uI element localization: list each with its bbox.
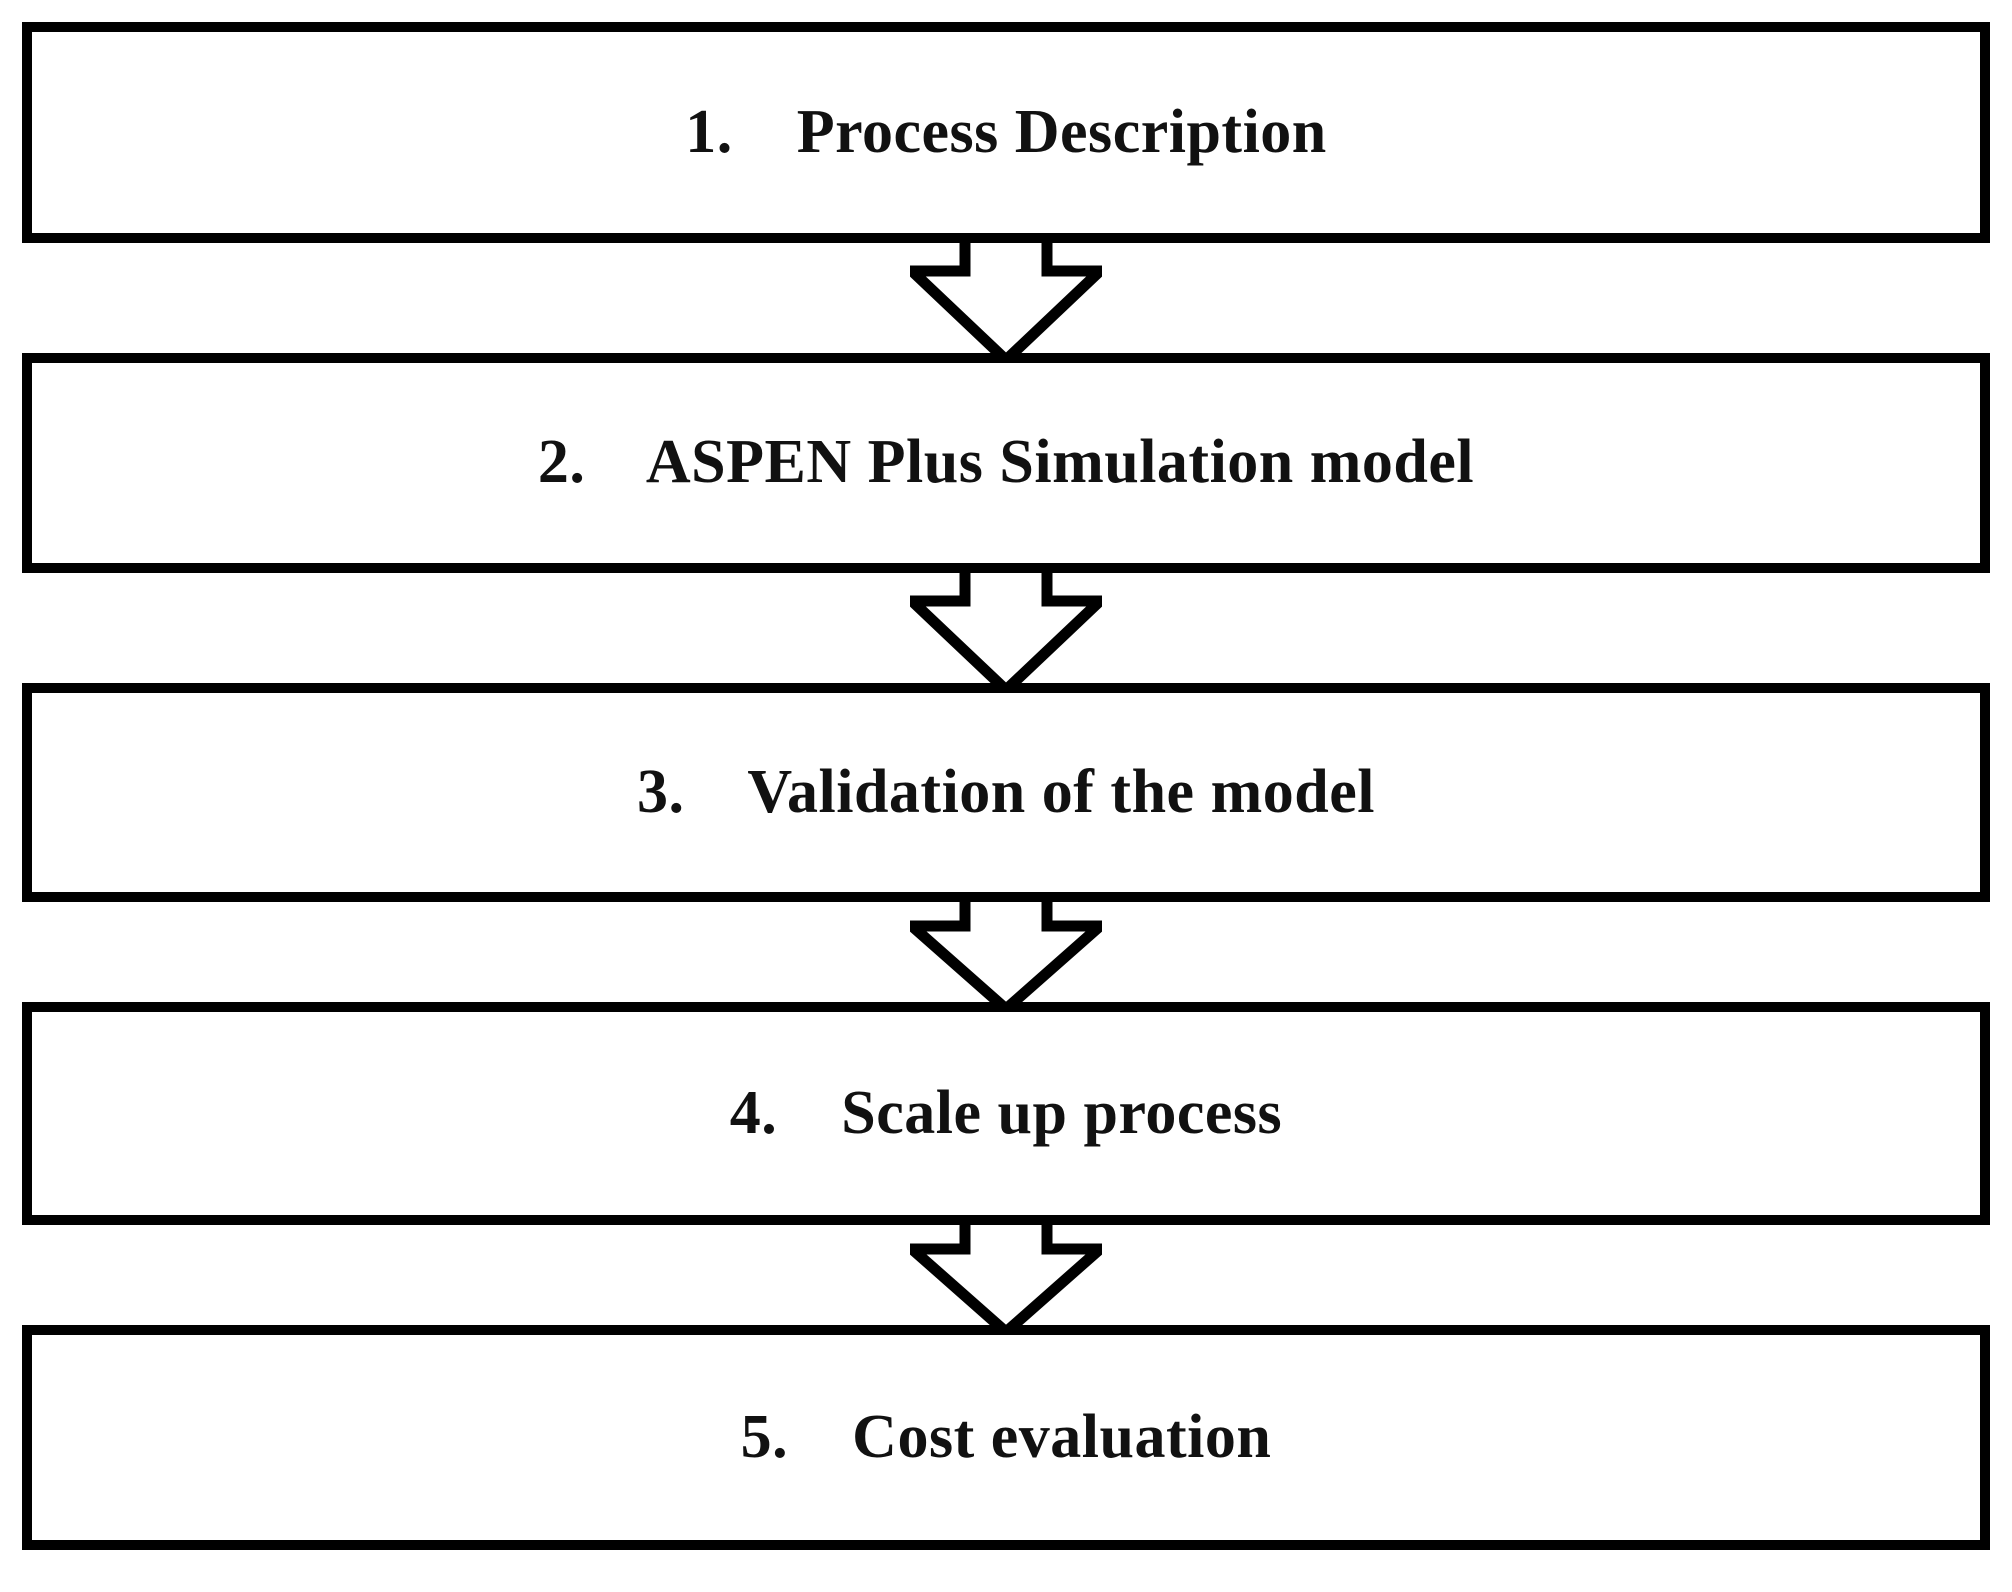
- flow-step-box-4[interactable]: 4. Scale up process: [22, 1002, 1990, 1225]
- flow-step-label-5: 5. Cost evaluation: [740, 1402, 1272, 1471]
- down-arrow-icon-4-to-5: [910, 1215, 1102, 1335]
- flow-step-box-1[interactable]: 1. Process Description: [22, 22, 1990, 243]
- flow-step-label-3: 3. Validation of the model: [637, 757, 1375, 826]
- flow-step-label-4: 4. Scale up process: [729, 1078, 1283, 1147]
- down-arrow-icon-3-to-4: [910, 892, 1102, 1012]
- down-arrow-icon-2-to-3: [910, 563, 1102, 693]
- flow-step-label-2: 2. ASPEN Plus Simulation model: [537, 428, 1475, 497]
- flow-step-box-2[interactable]: 2. ASPEN Plus Simulation model: [22, 353, 1990, 573]
- flow-step-box-5[interactable]: 5. Cost evaluation: [22, 1325, 1990, 1550]
- flow-step-label-1: 1. Process Description: [685, 97, 1327, 166]
- down-arrow-icon-1-to-2: [910, 233, 1102, 363]
- flow-step-box-3[interactable]: 3. Validation of the model: [22, 683, 1990, 902]
